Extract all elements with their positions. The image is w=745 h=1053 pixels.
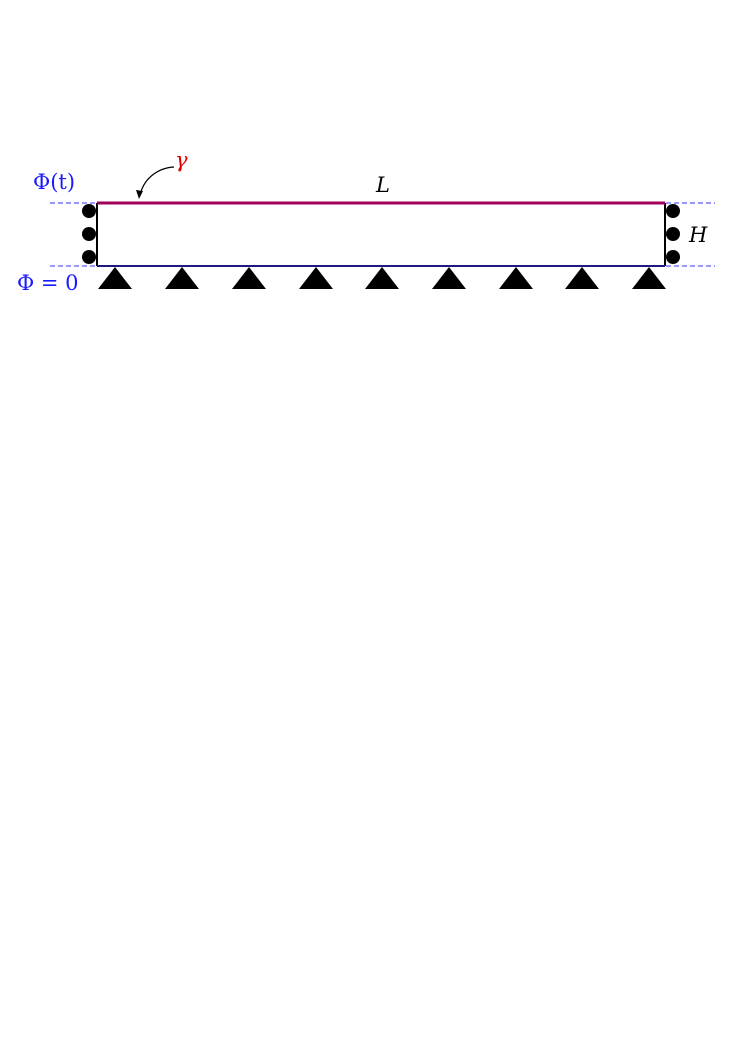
left-roller-supports: [82, 204, 96, 264]
pin-support-4: [299, 267, 333, 289]
height-label: H: [688, 223, 708, 247]
left-roller-2: [82, 227, 96, 241]
right-roller-2: [666, 227, 680, 241]
right-roller-1: [666, 204, 680, 218]
pin-support-7: [499, 267, 533, 289]
pin-support-3: [232, 267, 266, 289]
pin-support-1: [98, 267, 132, 289]
right-roller-supports: [666, 204, 680, 264]
interface-pointer-arrowhead: [136, 190, 143, 199]
right-roller-3: [666, 250, 680, 264]
left-roller-1: [82, 204, 96, 218]
bottom-potential-label: Φ = 0: [17, 271, 79, 295]
bottom-pin-supports: [98, 267, 666, 289]
top-potential-label: Φ(t): [33, 170, 75, 194]
pin-support-2: [165, 267, 199, 289]
length-label: L: [375, 173, 390, 197]
left-roller-3: [82, 250, 96, 264]
interface-gamma-label: γ: [175, 148, 188, 172]
pin-support-8: [565, 267, 599, 289]
pin-support-5: [365, 267, 399, 289]
interface-pointer-arrow: [139, 166, 175, 196]
pin-support-6: [432, 267, 466, 289]
pin-support-9: [632, 267, 666, 289]
